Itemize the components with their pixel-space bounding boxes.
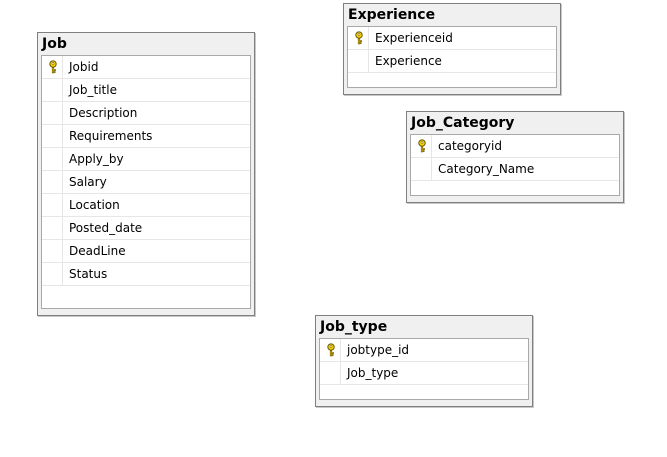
table-title[interactable]: Job_type [320, 319, 388, 335]
column-row[interactable]: DeadLine [42, 240, 250, 263]
column-row[interactable]: Salary [42, 171, 250, 194]
column-row[interactable]: Job_type [320, 362, 528, 385]
column-name: Posted_date [69, 221, 143, 235]
row-selector[interactable] [42, 148, 63, 170]
row-selector[interactable] [42, 56, 63, 78]
column-name: Experienceid [375, 31, 453, 45]
column-name: Status [69, 267, 108, 281]
column-name: Jobid [69, 60, 99, 74]
column-row[interactable]: Experienceid [348, 27, 556, 50]
row-selector[interactable] [348, 27, 369, 49]
column-row[interactable]: Posted_date [42, 217, 250, 240]
column-row[interactable]: Location [42, 194, 250, 217]
table-title[interactable]: Job [42, 36, 67, 52]
column-row[interactable]: categoryid [411, 135, 619, 158]
column-name: Job_type [347, 366, 399, 380]
row-selector[interactable] [42, 217, 63, 239]
row-selector[interactable] [42, 125, 63, 147]
column-name: Category_Name [438, 162, 535, 176]
column-row[interactable]: Category_Name [411, 158, 619, 181]
row-selector[interactable] [411, 158, 432, 180]
column-row[interactable]: Description [42, 102, 250, 125]
column-row[interactable]: Apply_by [42, 148, 250, 171]
column-name: Job_title [69, 83, 117, 97]
row-selector[interactable] [42, 194, 63, 216]
row-selector[interactable] [411, 135, 432, 157]
row-selector[interactable] [42, 171, 63, 193]
row-selector[interactable] [42, 79, 63, 101]
column-name: Description [69, 106, 138, 120]
column-name: Requirements [69, 129, 153, 143]
column-row[interactable]: jobtype_id [320, 339, 528, 362]
row-selector[interactable] [42, 240, 63, 262]
table-title[interactable]: Job_Category [411, 115, 515, 131]
column-name: Location [69, 198, 120, 212]
column-name: DeadLine [69, 244, 126, 258]
column-row[interactable]: Experience [348, 50, 556, 73]
primary-key-icon [355, 31, 363, 45]
row-selector[interactable] [320, 362, 341, 384]
column-name: Salary [69, 175, 107, 189]
row-selector[interactable] [42, 102, 63, 124]
column-name: Apply_by [69, 152, 124, 166]
primary-key-icon [418, 139, 426, 153]
primary-key-icon [49, 60, 57, 74]
column-row[interactable]: Requirements [42, 125, 250, 148]
column-name: categoryid [438, 139, 502, 153]
row-selector[interactable] [42, 263, 63, 285]
column-row[interactable]: Status [42, 263, 250, 286]
column-row[interactable]: Jobid [42, 56, 250, 79]
table-title[interactable]: Experience [348, 7, 436, 23]
primary-key-icon [327, 343, 335, 357]
row-selector[interactable] [320, 339, 341, 361]
column-name: jobtype_id [347, 343, 410, 357]
column-row[interactable]: Job_title [42, 79, 250, 102]
row-selector[interactable] [348, 50, 369, 72]
column-name: Experience [375, 54, 442, 68]
